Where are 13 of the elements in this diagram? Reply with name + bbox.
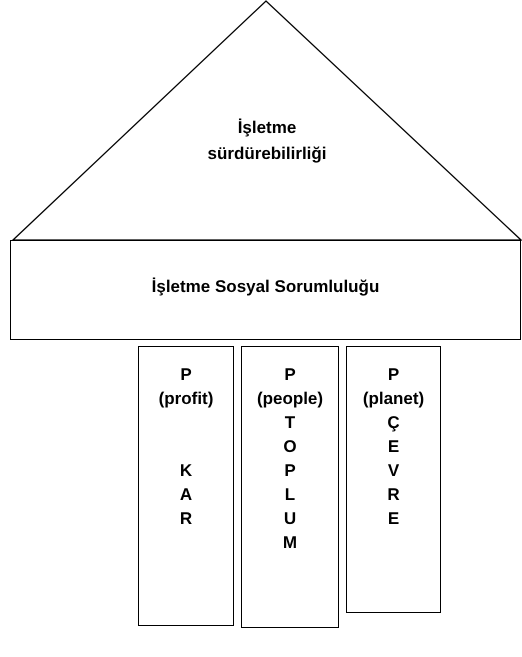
pillar-box xyxy=(241,346,339,628)
pillar-heading: P (people) xyxy=(256,364,324,410)
pillar-box xyxy=(346,346,441,613)
pillar-vertical-text: Ç E V R E xyxy=(387,412,400,530)
beam-band xyxy=(10,240,521,340)
band-title: İşletme Sosyal Sorumluluğu xyxy=(152,276,380,298)
pillar-heading: P (planet) xyxy=(362,364,424,410)
roof-triangle xyxy=(12,0,522,241)
pillar-vertical-text: T O P L U M xyxy=(282,412,298,554)
pillar-heading: P (profit) xyxy=(158,364,214,410)
pillar-box xyxy=(138,346,234,626)
roof-title: İşletme sürdürebilirliği xyxy=(206,117,328,165)
pillar-vertical-text: K A R xyxy=(180,460,192,530)
